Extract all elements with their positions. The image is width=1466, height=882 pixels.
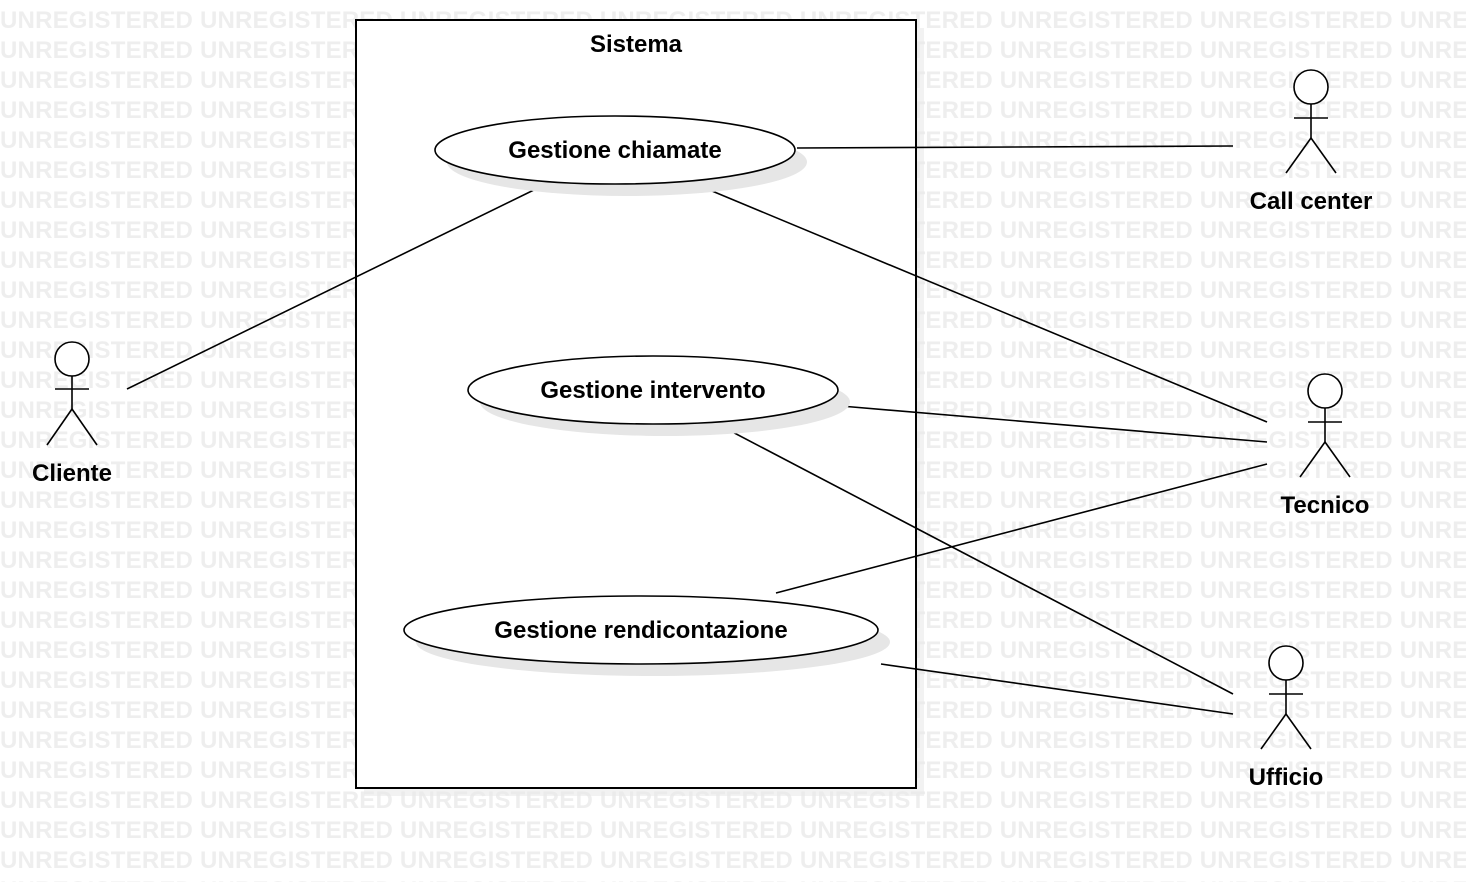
use-case-label: Gestione intervento bbox=[540, 377, 765, 404]
actor-head bbox=[1293, 69, 1329, 105]
actor-right-leg bbox=[1310, 137, 1337, 174]
association-tecnico-chiamate[interactable] bbox=[699, 185, 1268, 423]
actor-tecnico[interactable]: Tecnico bbox=[1281, 373, 1370, 519]
use-case-ellipse bbox=[434, 115, 796, 185]
association-cliente-chiamate[interactable] bbox=[126, 185, 543, 390]
actor-left-leg bbox=[1285, 137, 1312, 174]
actor-head bbox=[54, 341, 90, 377]
actor-head bbox=[1268, 645, 1304, 681]
actor-label: Cliente bbox=[32, 460, 112, 487]
actor-label: Call center bbox=[1250, 188, 1373, 215]
association-tecnico-intervento[interactable] bbox=[840, 405, 1268, 443]
use-case-ellipse bbox=[403, 595, 879, 665]
association-tecnico-rendicontazione[interactable] bbox=[775, 463, 1268, 594]
use-case-label: Gestione chiamate bbox=[508, 137, 721, 164]
use-case-label: Gestione rendicontazione bbox=[494, 617, 787, 644]
actor-left-leg bbox=[1260, 713, 1287, 750]
use-case-ellipse bbox=[467, 355, 839, 425]
use-case-gestione-rendicontazione[interactable]: Gestione rendicontazione bbox=[403, 595, 890, 676]
actor-ufficio[interactable]: Ufficio bbox=[1249, 645, 1324, 791]
actor-label: Tecnico bbox=[1281, 492, 1370, 519]
associations bbox=[126, 145, 1268, 715]
actor-cliente[interactable]: Cliente bbox=[32, 341, 112, 487]
actor-right-leg bbox=[71, 408, 98, 446]
system-title: Sistema bbox=[590, 31, 683, 58]
use-case-gestione-chiamate[interactable]: Gestione chiamate bbox=[434, 115, 807, 196]
association-callcenter-chiamate[interactable] bbox=[796, 145, 1234, 149]
use-case-gestione-intervento[interactable]: Gestione intervento bbox=[467, 355, 850, 436]
actor-left-leg bbox=[1299, 441, 1326, 478]
association-ufficio-rendicontazione[interactable] bbox=[880, 663, 1234, 715]
actor-head bbox=[1307, 373, 1343, 409]
actor-call-center[interactable]: Call center bbox=[1250, 69, 1373, 215]
actor-left-leg bbox=[46, 408, 73, 446]
association-ufficio-intervento[interactable] bbox=[720, 425, 1234, 695]
actor-right-leg bbox=[1285, 713, 1312, 750]
actor-right-leg bbox=[1324, 441, 1351, 478]
actor-label: Ufficio bbox=[1249, 764, 1324, 791]
